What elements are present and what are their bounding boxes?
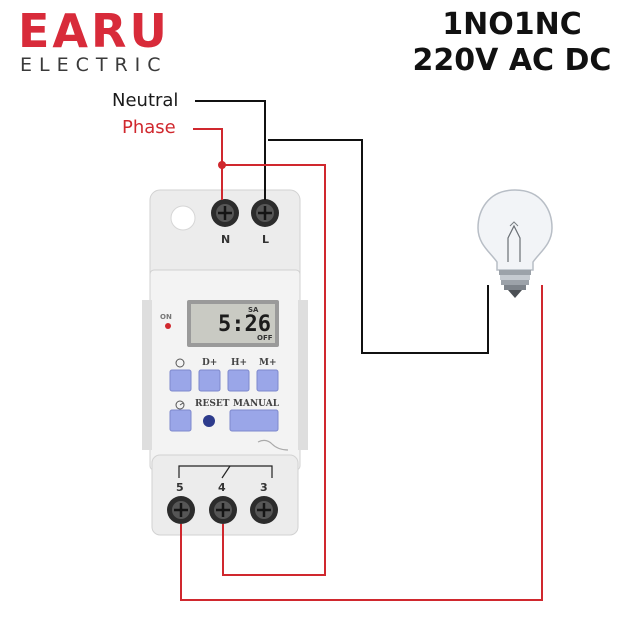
hour-plus-label: H+ xyxy=(231,358,248,368)
terminal-3-label: 3 xyxy=(260,481,268,494)
terminal-n-label: N xyxy=(221,233,231,246)
terminal-l-label: L xyxy=(262,233,270,246)
load-wire xyxy=(180,285,543,601)
brand-tagline: ELECTRIC xyxy=(20,54,168,76)
blank-terminal-cover xyxy=(170,205,196,231)
hour-plus-button-shape xyxy=(227,369,250,392)
clock-button-shape xyxy=(169,369,192,392)
contact-spec: 1NO1NC xyxy=(442,7,582,42)
reset-label: RESET xyxy=(195,399,230,409)
day-plus-button-shape xyxy=(198,369,221,392)
neutral-wire xyxy=(195,100,266,200)
timer-icon xyxy=(175,400,185,410)
phase-junction-dot xyxy=(218,161,226,169)
lcd-time: 5:26 xyxy=(218,312,271,337)
clock-icon xyxy=(175,358,185,368)
brand-logo: EARU xyxy=(18,4,170,58)
reset-button-shape xyxy=(203,415,215,427)
phase-branch-wire xyxy=(222,164,326,576)
terminal-5-label: 5 xyxy=(176,481,184,494)
reset-button[interactable] xyxy=(202,414,216,428)
minute-plus-button[interactable] xyxy=(257,370,278,391)
neutral-to-lamp-wire xyxy=(268,139,489,354)
day-plus-label: D+ xyxy=(202,358,218,368)
manual-label: MANUAL xyxy=(233,399,280,409)
terminal-l-screw xyxy=(251,199,279,227)
light-bulb-icon xyxy=(477,189,553,298)
lcd-day: SA xyxy=(248,306,259,314)
phase-label: Phase xyxy=(122,117,176,138)
voltage-spec: 220V AC DC xyxy=(412,43,612,78)
manual-button[interactable] xyxy=(230,410,278,431)
terminal-n-screw xyxy=(211,199,239,227)
timer-button-shape xyxy=(169,409,192,432)
phase-wire xyxy=(193,128,223,200)
minute-plus-label: M+ xyxy=(259,358,277,368)
neutral-label: Neutral xyxy=(112,90,179,111)
terminal-4-label: 4 xyxy=(218,481,226,494)
hour-plus-button[interactable] xyxy=(228,370,249,391)
indicator-label: ON xyxy=(160,313,172,321)
press-hint-icon xyxy=(257,439,289,451)
terminal-3-screw xyxy=(250,496,278,524)
lcd-state: OFF xyxy=(257,334,273,342)
clock-button[interactable] xyxy=(170,370,191,391)
timer-button[interactable] xyxy=(170,410,191,431)
manual-button-shape xyxy=(229,409,279,432)
day-plus-button[interactable] xyxy=(199,370,220,391)
on-indicator-led xyxy=(165,323,171,329)
lcd-display xyxy=(191,304,275,343)
relay-contact-schematic xyxy=(178,465,273,479)
terminal-4-screw xyxy=(209,496,237,524)
terminal-5-screw xyxy=(167,496,195,524)
minute-plus-button-shape xyxy=(256,369,279,392)
